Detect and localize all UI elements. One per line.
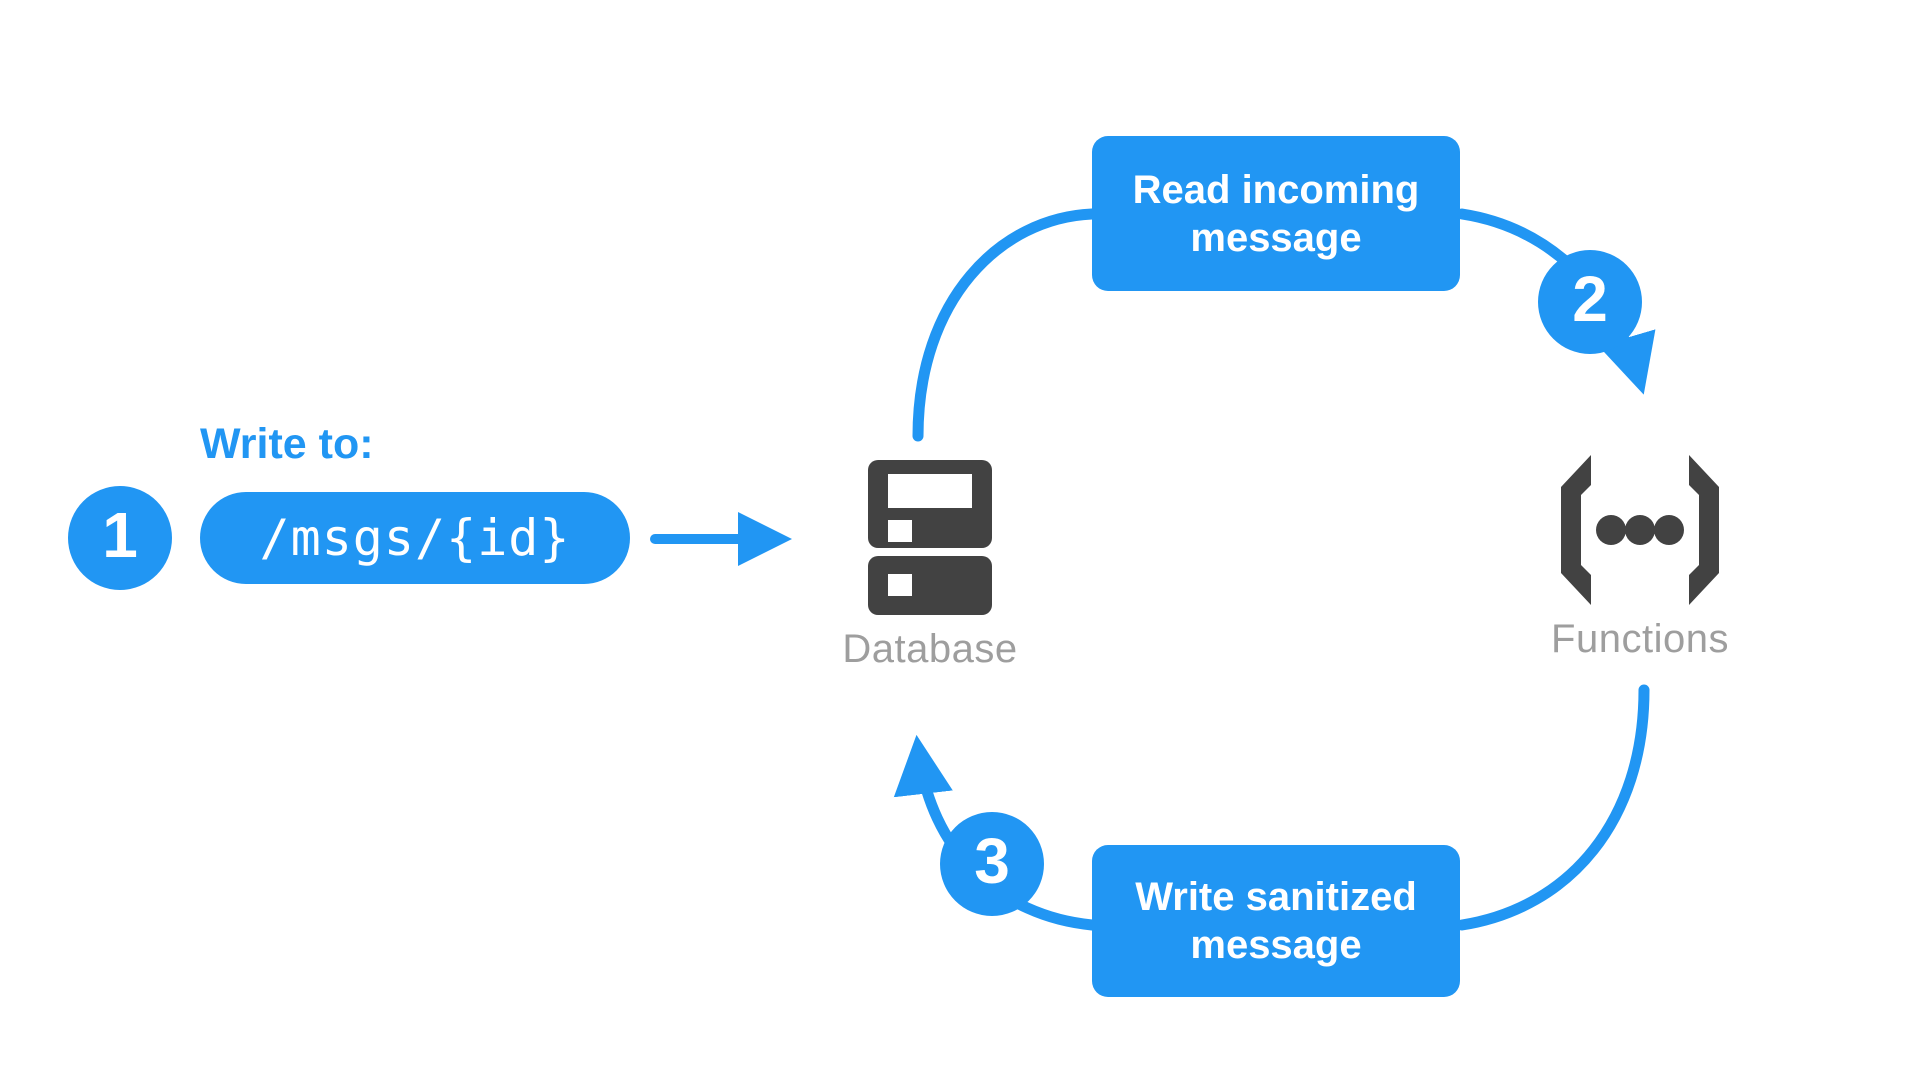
database-path-pill[interactable]: /msgs/{id} bbox=[200, 492, 630, 584]
process-box-write-label: Write sanitized message bbox=[1135, 875, 1417, 967]
write-to-label: Write to: bbox=[200, 420, 374, 468]
node-database[interactable]: Database bbox=[820, 460, 1040, 672]
step-badge-1: 1 bbox=[68, 486, 172, 590]
node-functions[interactable]: Functions bbox=[1530, 455, 1750, 662]
step-badge-2-number: 2 bbox=[1572, 263, 1608, 335]
database-path-value: /msgs/{id} bbox=[259, 509, 571, 567]
process-box-write-sanitized-message[interactable]: Write sanitized message bbox=[1092, 845, 1460, 997]
functions-brackets-icon bbox=[1561, 455, 1719, 605]
process-box-read-label: Read incoming message bbox=[1132, 167, 1420, 260]
process-box-read-incoming-message[interactable]: Read incoming message bbox=[1092, 136, 1460, 291]
connector-functions-to-write-box bbox=[1456, 684, 1650, 931]
step-badge-3-number: 3 bbox=[974, 825, 1010, 897]
connector-database-to-read-box bbox=[912, 208, 1098, 442]
database-icon bbox=[868, 460, 992, 615]
functions-label: Functions bbox=[1551, 617, 1729, 661]
database-label: Database bbox=[842, 627, 1018, 671]
step-badge-2: 2 bbox=[1538, 250, 1642, 354]
step-badge-3: 3 bbox=[940, 812, 1044, 916]
step-badge-1-number: 1 bbox=[102, 499, 138, 571]
